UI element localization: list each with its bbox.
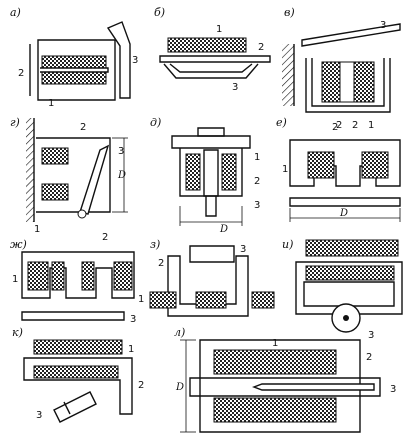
panel-i: и) 3 bbox=[282, 238, 403, 341]
callout-2: 2 bbox=[18, 68, 24, 79]
callout-3: 3 bbox=[118, 146, 124, 157]
panel-g: г) D 2 3 1 bbox=[10, 116, 128, 235]
callout-2: 2 bbox=[366, 352, 372, 363]
panel-label: д) bbox=[150, 116, 161, 129]
dimension-d: D bbox=[339, 208, 348, 219]
panel-v: в) 3 2 2 1 bbox=[282, 6, 401, 131]
callout-2: 2 bbox=[336, 120, 342, 131]
panel-label: к) bbox=[12, 326, 23, 339]
panel-zh: ж) 2 1 3 bbox=[10, 232, 136, 325]
panel-label: ж) bbox=[10, 238, 27, 251]
callout-3: 3 bbox=[130, 314, 136, 325]
callout-1: 1 bbox=[368, 120, 374, 131]
dimension-d: D bbox=[175, 382, 184, 393]
callout-2: 2 bbox=[352, 120, 358, 131]
panel-l: л) D 1 2 3 bbox=[174, 326, 396, 433]
panel-label: и) bbox=[282, 238, 293, 251]
callout-1: 1 bbox=[12, 274, 18, 285]
callout-2: 2 bbox=[332, 122, 338, 133]
panel-label: б) bbox=[154, 6, 165, 19]
callout-3: 3 bbox=[240, 244, 246, 255]
callout-3: 3 bbox=[380, 20, 386, 31]
callout-1: 1 bbox=[34, 224, 40, 235]
callout-2: 2 bbox=[158, 258, 164, 269]
callout-1: 1 bbox=[128, 344, 134, 355]
callout-2: 2 bbox=[102, 232, 108, 243]
callout-1: 1 bbox=[282, 164, 288, 175]
panel-a: а) 2 3 1 bbox=[10, 6, 138, 109]
callout-1: 1 bbox=[48, 98, 54, 109]
dimension-d: D bbox=[219, 224, 228, 235]
callout-3: 3 bbox=[232, 82, 238, 93]
callout-3: 3 bbox=[132, 55, 138, 66]
panel-label: в) bbox=[284, 6, 295, 19]
callout-2: 2 bbox=[258, 42, 264, 53]
callout-2: 2 bbox=[254, 176, 260, 187]
panel-b: б) 1 2 3 bbox=[154, 6, 271, 93]
panel-z: з) 2 3 1 bbox=[138, 238, 275, 317]
callout-3: 3 bbox=[390, 384, 396, 395]
callout-1: 1 bbox=[272, 338, 278, 349]
panel-e: е) D 2 1 bbox=[276, 116, 401, 222]
panel-k: к) 1 2 3 bbox=[12, 326, 144, 423]
callout-3: 3 bbox=[368, 330, 374, 341]
panel-label: з) bbox=[150, 238, 160, 251]
callout-2: 2 bbox=[80, 122, 86, 133]
callout-2: 2 bbox=[138, 380, 144, 391]
panel-label: г) bbox=[10, 116, 20, 129]
panel-label: е) bbox=[276, 116, 287, 129]
dimension-d: D bbox=[117, 170, 126, 181]
callout-1: 1 bbox=[254, 152, 260, 163]
callout-3: 3 bbox=[254, 200, 260, 211]
callout-3: 3 bbox=[36, 410, 42, 421]
panel-d: д) D 1 2 3 bbox=[150, 116, 260, 235]
panel-label: л) bbox=[174, 326, 185, 339]
panel-label: а) bbox=[10, 6, 21, 19]
callout-1: 1 bbox=[138, 294, 144, 305]
callout-1: 1 bbox=[216, 24, 222, 35]
